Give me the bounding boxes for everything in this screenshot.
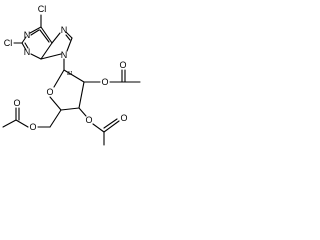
bond-c5-c6-double: [39, 29, 50, 43]
atom-o-ring: O: [46, 87, 53, 97]
bond-c1-c2prime: [63, 69, 85, 83]
bond-c3-c4prime: [60, 107, 80, 111]
bond-c5-n7: [51, 32, 61, 44]
bond-c5-c6: [40, 26, 53, 44]
bonds: [2, 14, 141, 146]
atom-o-ester-2: O: [101, 77, 108, 87]
atom-n7: N: [61, 25, 68, 35]
bond-n7-c8-double: [65, 34, 71, 41]
chemical-structure-diagram: Cl Cl N N N N O O O O O O O &1: [2, 4, 141, 146]
bond-c6-n1: [29, 26, 42, 34]
bond-oring-c1prime: [53, 69, 65, 88]
bond-n1-c2: [21, 36, 27, 44]
stereo-label: &1: [67, 71, 73, 77]
bond-c8-n9: [66, 37, 73, 52]
atom-n3: N: [24, 47, 31, 57]
bond-acyl-c-carbonyl-3-double: [103, 118, 118, 129]
atom-labels: Cl Cl N N N N O O O O O O O &1: [4, 4, 128, 132]
bond-c4-c5: [40, 42, 53, 60]
atom-cl-top: Cl: [38, 4, 47, 14]
atom-o-ester-5: O: [29, 122, 36, 132]
bond-o-acyl-c5: [15, 119, 29, 128]
bond-c6-n1-double: [30, 29, 40, 36]
bond-c4prime-oring: [49, 96, 62, 111]
atom-o-carbonyl-5: O: [13, 98, 20, 108]
bond-o-acyl-c3: [92, 123, 105, 133]
bond-acyl-methyl-5: [2, 119, 17, 128]
atom-o-carbonyl-2: O: [119, 60, 126, 70]
bond-n3-c4: [30, 53, 42, 60]
atom-o-ester-3: O: [85, 115, 92, 125]
atom-o-carbonyl-3: O: [120, 113, 127, 123]
atom-n1: N: [24, 30, 31, 40]
bond-c2-n3-double: [24, 42, 29, 49]
atom-n9: N: [61, 50, 68, 60]
bond-c4prime-c5prime: [49, 109, 62, 128]
bond-acyl-c-carbonyl-3: [103, 120, 120, 133]
bond-c2-c3prime: [78, 81, 85, 109]
atom-cl-left: Cl: [4, 38, 13, 48]
bond-c3prime-o: [78, 107, 87, 117]
bond-n7-c8: [65, 31, 73, 39]
bond-c2-n3: [21, 42, 27, 51]
bond-n9-c4: [40, 53, 62, 60]
